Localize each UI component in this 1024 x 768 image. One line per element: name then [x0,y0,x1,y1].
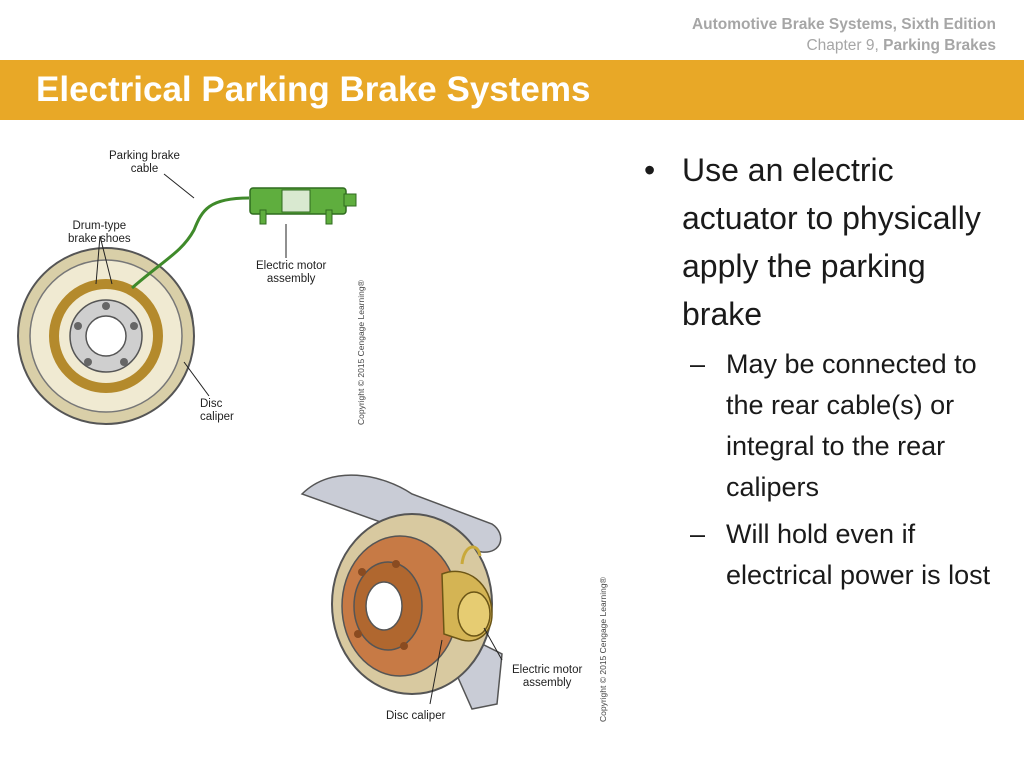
drum-brake-illustration [17,173,357,425]
label-disc-caliper-2: Disc caliper [386,710,446,722]
chapter-name: Parking Brakes [883,37,996,54]
chapter-prefix: Chapter 9, [806,37,884,54]
bullet-item: • Use an electric actuator to physically… [640,146,1000,338]
subbullet-item: – May be connected to the rear cable(s) … [640,344,1000,508]
copyright-figure2: Copyright © 2015 Cengage Learning® [598,577,608,722]
subbullet-marker: – [690,519,706,549]
bullet-list: • Use an electric actuator to physically… [640,146,1000,596]
label-electric-motor-assembly: Electric motor assembly [256,260,327,285]
figure-drum-brake: Parking brake cable Drum-type brake shoe… [14,140,374,430]
bullet-text: Use an electric actuator to physically a… [682,152,981,332]
disc-caliper-illustration [300,474,503,710]
title-bar: Electrical Parking Brake Systems [0,60,1024,120]
figure-disc-caliper: Electric motor assembly Disc caliper Cop… [292,464,622,726]
slide-header-meta: Automotive Brake Systems, Sixth Edition … [692,14,996,56]
chapter-line: Chapter 9, Parking Brakes [692,35,996,56]
slide-title: Electrical Parking Brake Systems [36,70,591,109]
bullet-marker: • [644,152,656,188]
subbullet-marker: – [690,349,706,379]
book-title: Automotive Brake Systems, Sixth Edition [691,16,996,33]
label-parking-brake-cable: Parking brake cable [109,150,180,175]
copyright-figure1: Copyright © 2015 Cengage Learning® [356,280,366,425]
subbullet-text: May be connected to the rear cable(s) or… [726,349,977,502]
subbullet-text: Will hold even if electrical power is lo… [726,519,991,590]
label-electric-motor-assembly-2: Electric motor assembly [512,664,583,689]
subbullet-item: – Will hold even if electrical power is … [640,514,1000,596]
label-disc-caliper: Disc caliper [200,398,234,423]
label-drum-brake-shoes: Drum-type brake shoes [68,220,131,245]
